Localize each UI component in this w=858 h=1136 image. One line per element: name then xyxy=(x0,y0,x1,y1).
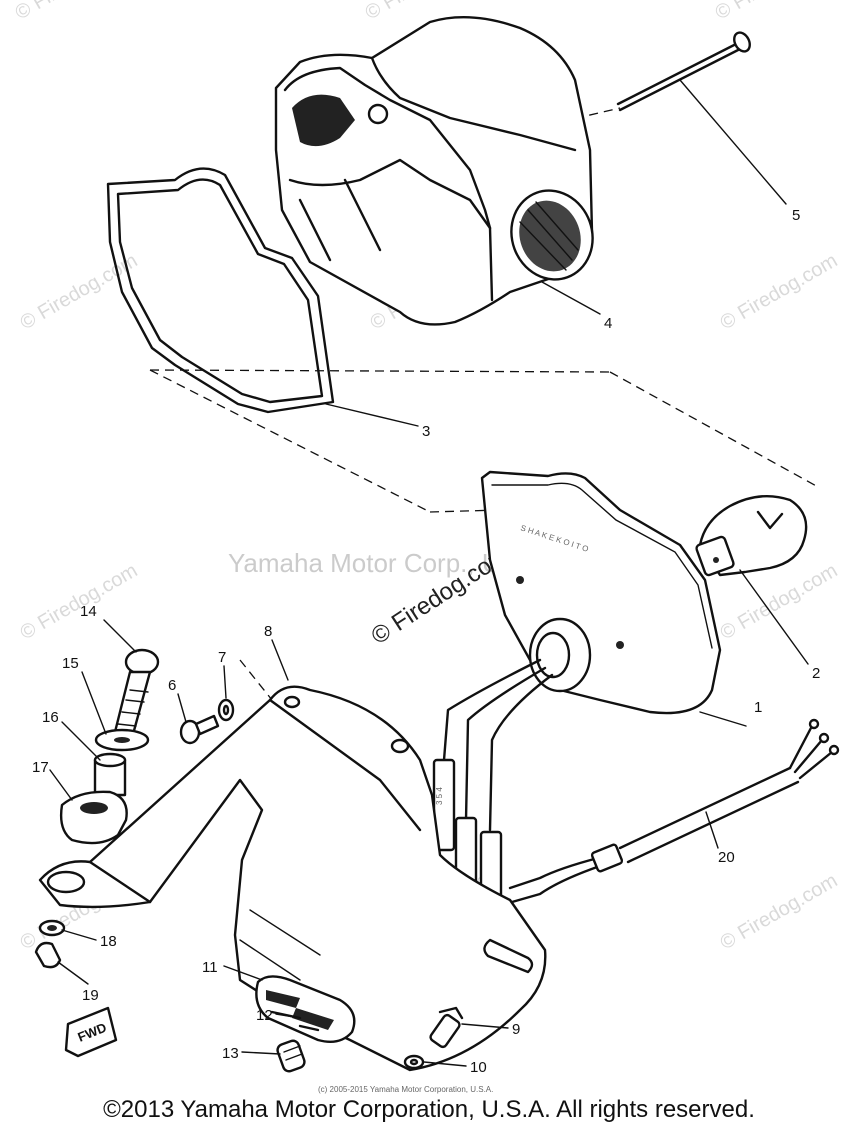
leader-13 xyxy=(241,1051,281,1055)
callouts: 1 2 3 4 5 6 7 8 9 10 11 12 13 14 15 16 1 xyxy=(32,79,820,1076)
callout-1: 1 xyxy=(754,699,762,716)
lamp-wires: 3 5 4 xyxy=(432,658,554,904)
callout-11: 11 xyxy=(202,959,218,976)
part-14-bolt xyxy=(112,648,160,740)
callout-18: 18 xyxy=(100,933,117,950)
leader-12 xyxy=(275,1013,301,1019)
leader-3 xyxy=(325,403,419,427)
leader-15 xyxy=(81,671,107,735)
svg-text:3 5 4: 3 5 4 xyxy=(435,787,444,805)
fwd-arrow: FWD xyxy=(64,1006,118,1058)
part-6-bolt xyxy=(179,714,220,745)
leader-10 xyxy=(423,1061,467,1067)
callout-9: 9 xyxy=(512,1021,520,1038)
part-19-cap xyxy=(34,941,62,969)
callout-4: 4 xyxy=(604,315,612,332)
part-16-collar xyxy=(93,752,127,797)
part-1-lamp-body: S H A K E K O I T O xyxy=(480,470,722,715)
callout-3: 3 xyxy=(422,423,430,440)
part-11-lens xyxy=(255,975,356,1043)
leader-11 xyxy=(223,965,263,981)
internal-copyright-stamp: (c) 2005-2015 Yamaha Motor Corporation, … xyxy=(318,1085,493,1094)
callout-13: 13 xyxy=(222,1045,239,1062)
part-9-bolt xyxy=(429,1006,464,1049)
callout-15: 15 xyxy=(62,655,79,672)
part-2-bulb xyxy=(695,494,808,577)
leader-5 xyxy=(679,79,787,205)
leader-18 xyxy=(61,929,97,941)
callout-16: 16 xyxy=(42,709,59,726)
callout-6: 6 xyxy=(168,677,176,694)
callout-5: 5 xyxy=(792,207,800,224)
leader-19 xyxy=(57,961,89,985)
leader-9 xyxy=(461,1023,509,1029)
callout-8: 8 xyxy=(264,623,272,640)
copyright-footer: ©2013 Yamaha Motor Corporation, U.S.A. A… xyxy=(103,1096,755,1123)
callout-14: 14 xyxy=(80,603,97,620)
part-4-housing xyxy=(274,16,594,326)
watermark-repeat: © Firedog.com xyxy=(712,0,837,24)
leader-1 xyxy=(699,711,747,727)
leader-7 xyxy=(223,665,227,699)
leader-4 xyxy=(541,281,601,315)
leader-16 xyxy=(61,721,101,761)
callout-20: 20 xyxy=(718,849,735,866)
leader-14 xyxy=(103,619,137,653)
part-20-harness xyxy=(508,718,840,904)
part-3-gasket xyxy=(106,167,335,414)
watermark-repeat: © Firedog.com xyxy=(717,870,842,955)
leader-8 xyxy=(271,639,289,681)
part-18-nut xyxy=(38,919,66,937)
part-8-bracket xyxy=(38,685,547,1072)
callout-12: 12 xyxy=(256,1007,273,1024)
leader-2 xyxy=(739,569,809,665)
part-15-washer xyxy=(94,728,150,752)
watermark-repeat: © Firedog.com xyxy=(12,0,137,24)
watermark-repeat: © Firedog.com xyxy=(717,250,842,335)
callout-17: 17 xyxy=(32,759,49,776)
part-10-washer xyxy=(403,1054,425,1070)
callout-10: 10 xyxy=(470,1059,487,1076)
leader-17 xyxy=(49,769,73,801)
watermark-repeat: © Firedog.com xyxy=(17,560,142,645)
callout-2: 2 xyxy=(812,665,820,682)
part-13-nut xyxy=(276,1039,306,1073)
callout-19: 19 xyxy=(82,987,99,1004)
assembly-guide-lines xyxy=(149,107,821,711)
part-17-grommet xyxy=(59,790,128,845)
leader-20 xyxy=(705,811,719,849)
callout-7: 7 xyxy=(218,649,226,666)
part-5-bolt xyxy=(616,31,751,112)
leader-6 xyxy=(177,693,187,723)
part-7-washer xyxy=(217,698,235,722)
